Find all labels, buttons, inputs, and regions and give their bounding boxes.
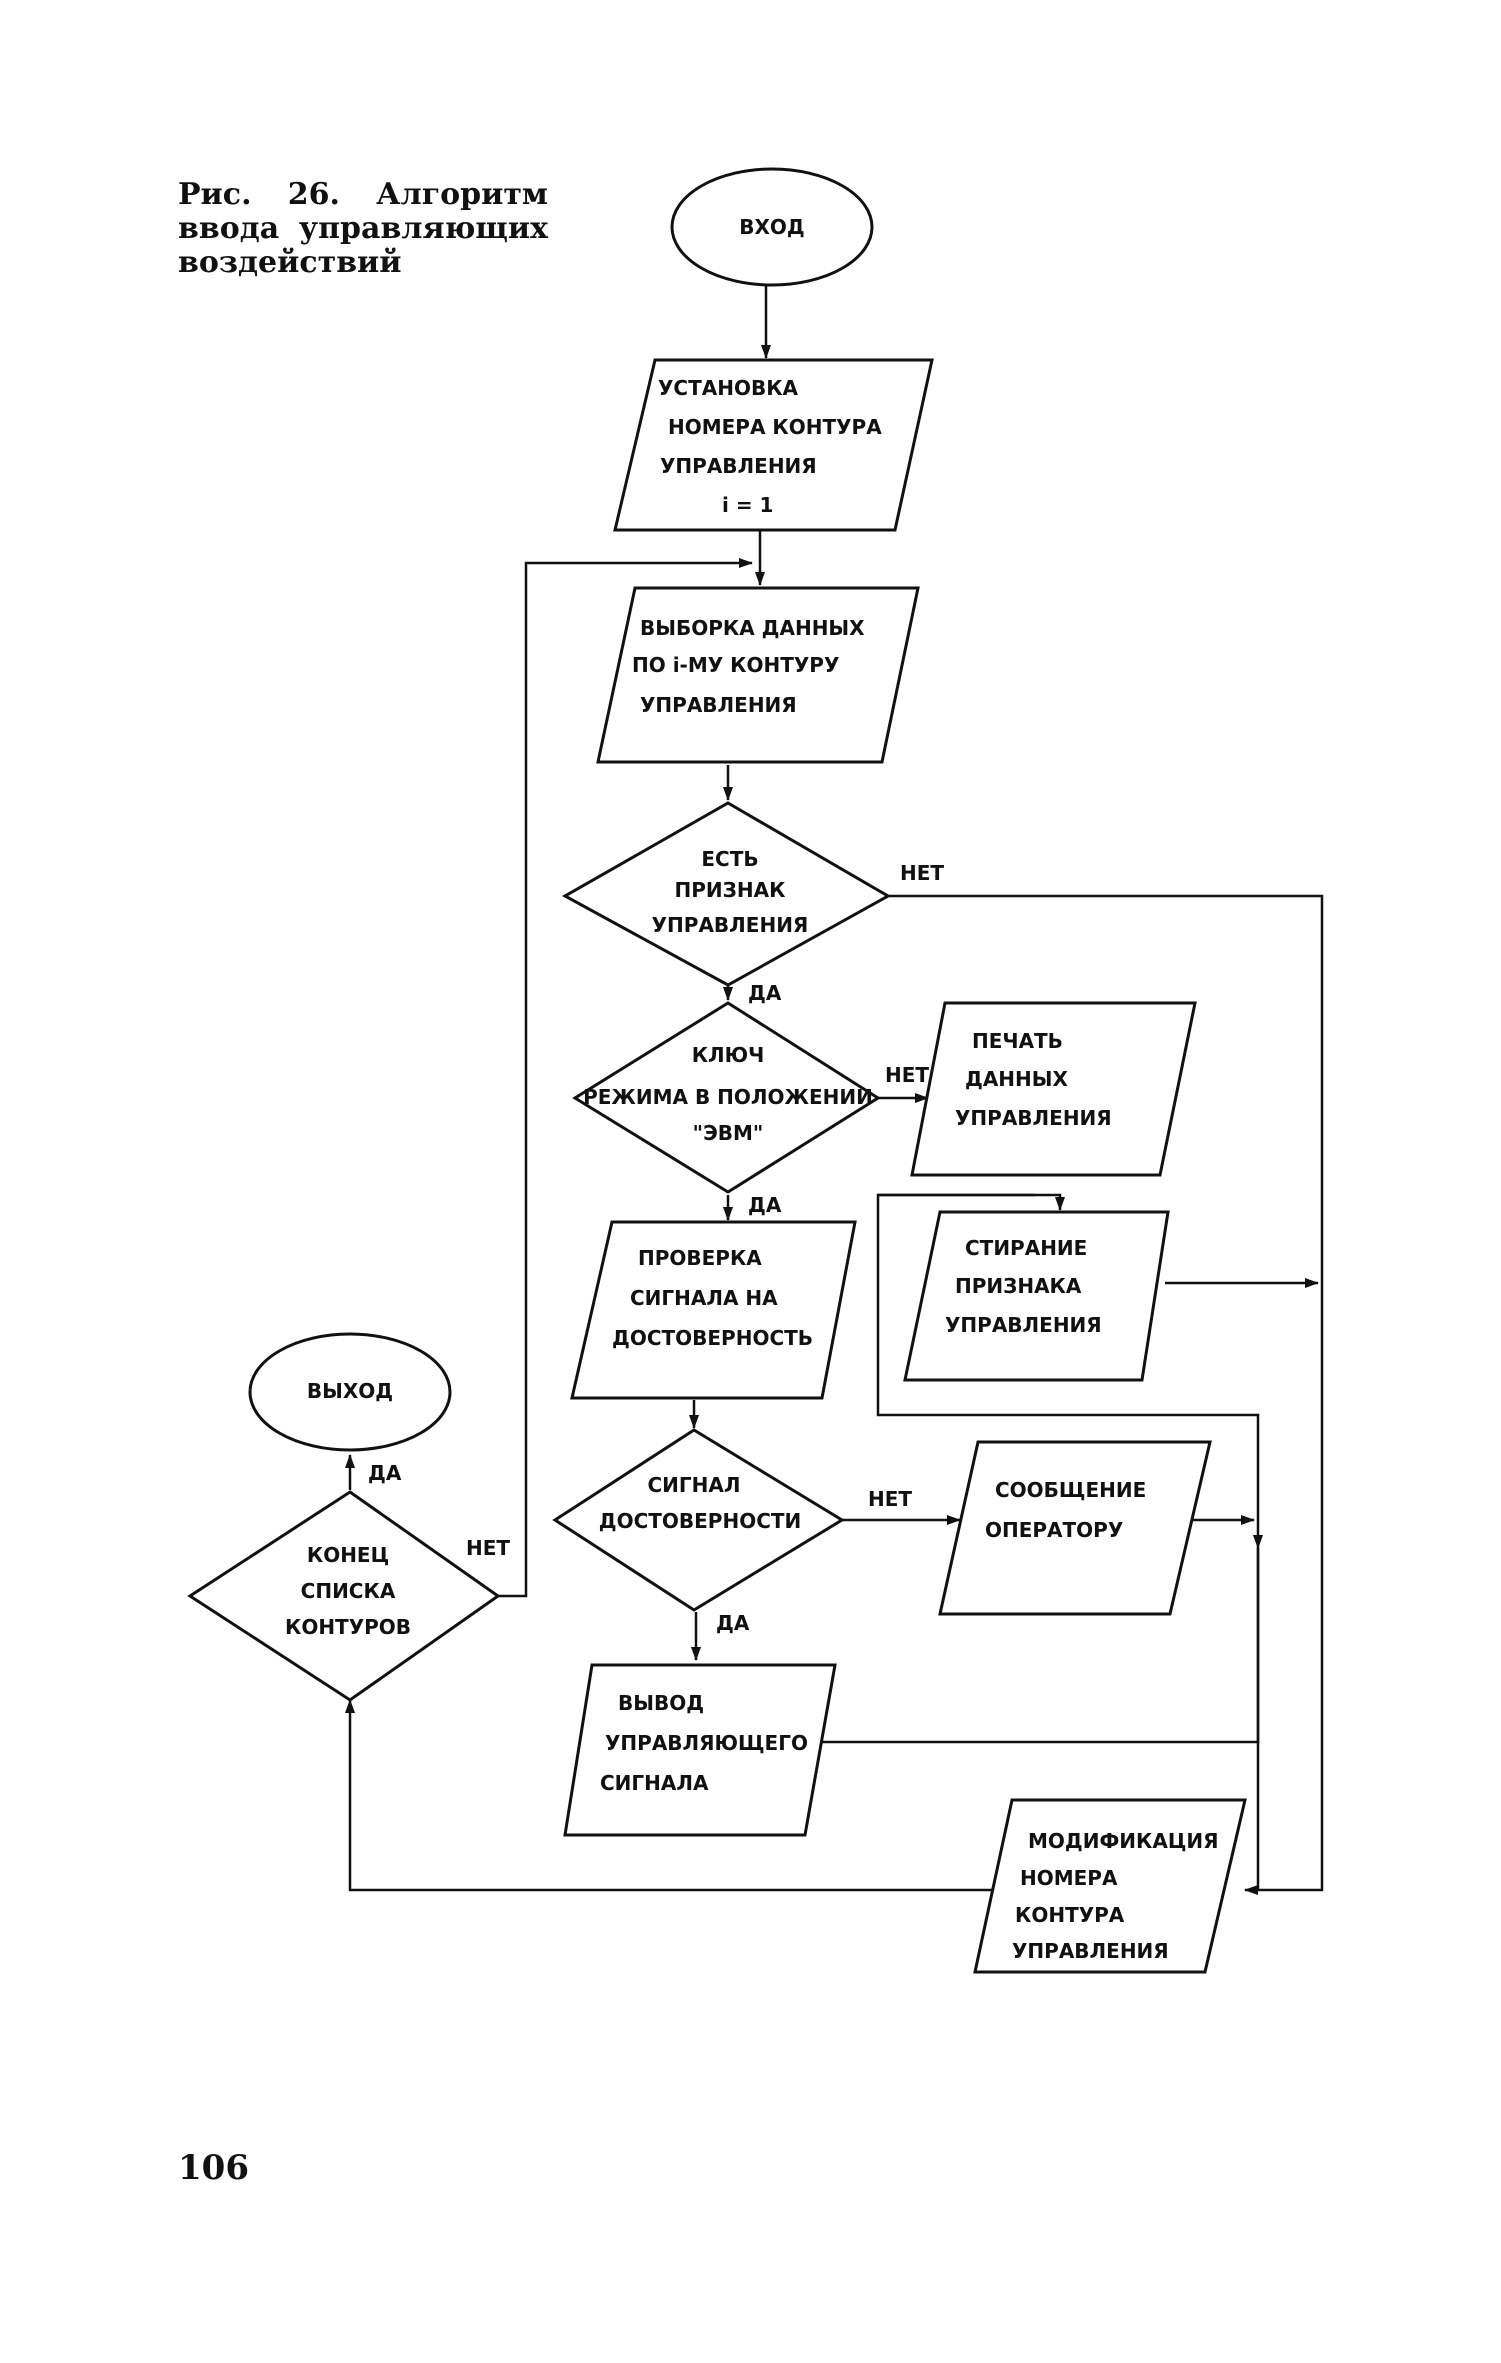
- node-modify-contour-line: МОДИФИКАЦИЯ: [1028, 1829, 1219, 1853]
- node-set-contour-line: УСТАНОВКА: [658, 376, 799, 400]
- node-mode-key: КЛЮЧ РЕЖИМА В ПОЛОЖЕНИИ "ЭВМ": [572, 1001, 881, 1194]
- node-set-contour-line: i = 1: [722, 493, 773, 517]
- node-entry-label: ВХОД: [739, 215, 804, 239]
- edge-label-end-list-no: НЕТ: [466, 1536, 510, 1560]
- node-operator-msg: СООБЩЕНИЕ ОПЕРАТОРУ: [938, 1440, 1212, 1616]
- caption-word: ввода: [178, 211, 280, 246]
- node-end-list-line: СПИСКА: [301, 1579, 396, 1603]
- node-has-sign-line: ЕСТЬ: [701, 847, 758, 871]
- node-signal-valid-line: СИГНАЛ: [648, 1473, 741, 1497]
- node-operator-msg-line: ОПЕРАТОРУ: [985, 1518, 1123, 1542]
- edge-label-signal-valid-no: НЕТ: [868, 1487, 912, 1511]
- node-end-list: КОНЕЦ СПИСКА КОНТУРОВ: [187, 1490, 501, 1702]
- caption-word: Рис.: [178, 177, 252, 212]
- caption-line-1: Рис. 26. Алгоритм: [178, 178, 548, 212]
- edge-label-signal-valid-yes: ДА: [716, 1611, 750, 1635]
- node-erase-sign-line: СТИРАНИЕ: [965, 1236, 1087, 1260]
- node-erase-sign-line: ПРИЗНАКА: [955, 1274, 1082, 1298]
- caption-word: Алгоритм: [376, 177, 548, 212]
- node-check-signal-line: ПРОВЕРКА: [638, 1246, 762, 1270]
- node-set-contour: УСТАНОВКА НОМЕРА КОНТУРА УПРАВЛЕНИЯ i = …: [613, 358, 934, 532]
- node-mode-key-line: РЕЖИМА В ПОЛОЖЕНИИ: [583, 1085, 873, 1109]
- node-check-signal-line: ДОСТОВЕРНОСТЬ: [612, 1326, 813, 1350]
- node-modify-contour: МОДИФИКАЦИЯ НОМЕРА КОНТУРА УПРАВЛЕНИЯ: [973, 1798, 1247, 1974]
- node-print-data-line: ДАННЫХ: [965, 1067, 1068, 1091]
- edge-label-end-list-yes: ДА: [368, 1461, 402, 1485]
- node-fetch-data: ВЫБОРКА ДАННЫХ ПО i-МУ КОНТУРУ УПРАВЛЕНИ…: [596, 586, 920, 764]
- node-entry: ВХОД: [670, 167, 874, 287]
- edges: [345, 285, 1324, 1895]
- figure-caption: Рис. 26. Алгоритм ввода управляющих возд…: [178, 178, 548, 280]
- node-set-contour-line: УПРАВЛЕНИЯ: [660, 454, 817, 478]
- node-has-sign-line: ПРИЗНАК: [675, 878, 787, 902]
- node-print-data: ПЕЧАТЬ ДАННЫХ УПРАВЛЕНИЯ: [910, 1001, 1197, 1177]
- node-fetch-data-line: УПРАВЛЕНИЯ: [640, 693, 797, 717]
- edge-label-has-sign-yes: ДА: [748, 981, 782, 1005]
- node-print-data-line: УПРАВЛЕНИЯ: [955, 1106, 1112, 1130]
- node-end-list-line: КОНТУРОВ: [285, 1615, 411, 1639]
- edge-modify-to-end-list: [345, 1699, 992, 1892]
- edge-has-sign-no: [888, 894, 1324, 1895]
- node-erase-sign-line: УПРАВЛЕНИЯ: [945, 1313, 1102, 1337]
- node-modify-contour-line: НОМЕРА: [1020, 1866, 1118, 1890]
- node-check-signal: ПРОВЕРКА СИГНАЛА НА ДОСТОВЕРНОСТЬ: [570, 1220, 857, 1400]
- node-erase-sign: СТИРАНИЕ ПРИЗНАКА УПРАВЛЕНИЯ: [903, 1210, 1170, 1382]
- node-end-list-line: КОНЕЦ: [307, 1543, 389, 1567]
- edge-end-list-no-loop: [498, 558, 753, 1598]
- caption-line-2: ввода управляющих: [178, 212, 548, 246]
- node-signal-valid-line: ДОСТОВЕРНОСТИ: [599, 1509, 802, 1533]
- node-fetch-data-line: ВЫБОРКА ДАННЫХ: [640, 616, 865, 640]
- node-print-data-line: ПЕЧАТЬ: [972, 1029, 1063, 1053]
- caption-word: управляющих: [298, 211, 548, 246]
- edge-label-mode-key-no: НЕТ: [885, 1063, 929, 1087]
- node-mode-key-line: КЛЮЧ: [692, 1043, 765, 1067]
- edge-label-has-sign-no: НЕТ: [900, 861, 944, 885]
- edge-print-to-erase: [878, 1193, 1065, 1211]
- page-number: 106: [178, 2148, 249, 2188]
- node-has-sign: ЕСТЬ ПРИЗНАК УПРАВЛЕНИЯ: [561, 801, 892, 987]
- edge-bypass-erase: [876, 1193, 1263, 1549]
- caption-word: 26.: [287, 177, 340, 212]
- node-exit: ВЫХОД: [248, 1332, 452, 1452]
- node-output-signal-line: ВЫВОД: [618, 1691, 704, 1715]
- node-output-signal: ВЫВОД УПРАВЛЯЮЩЕГО СИГНАЛА: [563, 1663, 837, 1837]
- node-exit-label: ВЫХОД: [307, 1379, 393, 1403]
- node-output-signal-line: УПРАВЛЯЮЩЕГО: [605, 1731, 808, 1755]
- edge-label-mode-key-yes: ДА: [748, 1193, 782, 1217]
- caption-line-3: воздействий: [178, 245, 402, 280]
- node-modify-contour-line: КОНТУРА: [1015, 1903, 1125, 1927]
- node-output-signal-line: СИГНАЛА: [600, 1771, 709, 1795]
- node-operator-msg-line: СООБЩЕНИЕ: [995, 1478, 1146, 1502]
- node-has-sign-line: УПРАВЛЕНИЯ: [652, 913, 809, 937]
- node-fetch-data-line: ПО i-МУ КОНТУРУ: [632, 653, 839, 677]
- node-modify-contour-line: УПРАВЛЕНИЯ: [1012, 1939, 1169, 1963]
- node-mode-key-line: "ЭВМ": [693, 1121, 764, 1145]
- node-set-contour-line: НОМЕРА КОНТУРА: [668, 415, 882, 439]
- node-signal-valid: СИГНАЛ ДОСТОВЕРНОСТИ: [552, 1428, 845, 1612]
- node-check-signal-line: СИГНАЛА НА: [630, 1286, 778, 1310]
